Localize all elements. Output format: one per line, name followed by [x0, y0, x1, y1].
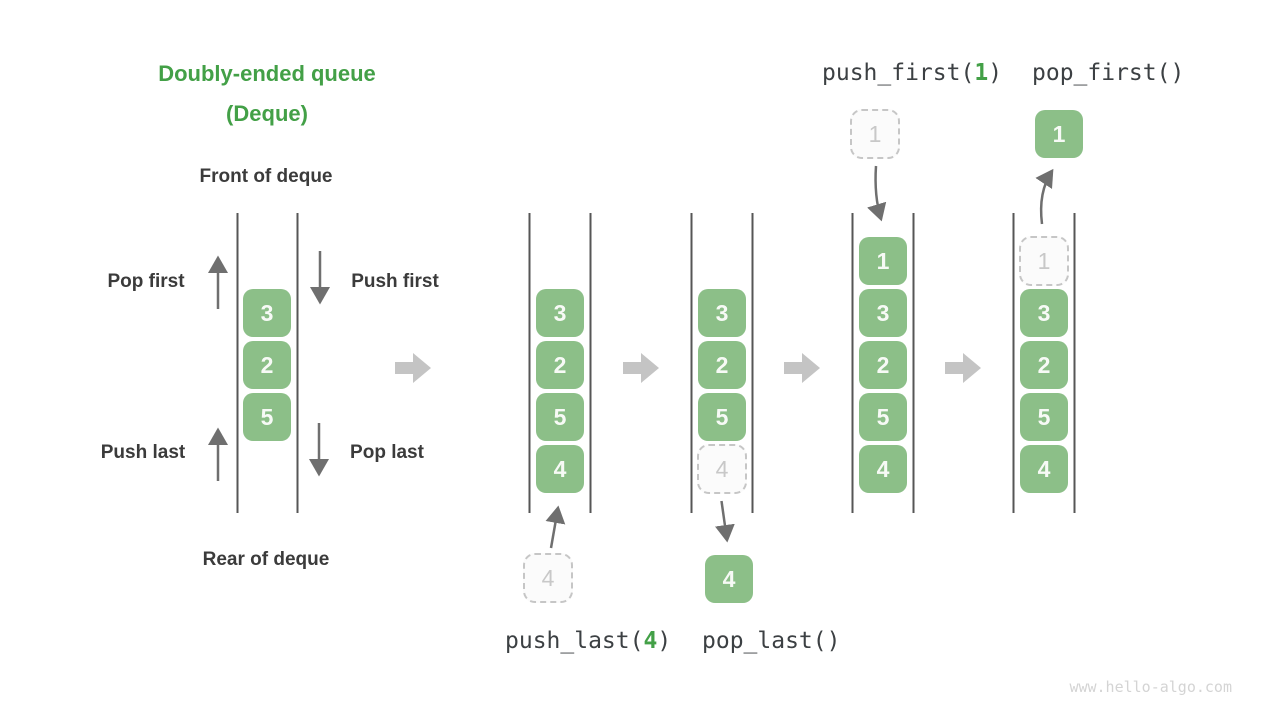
- queue2-cell: 5: [536, 393, 584, 441]
- queue5-cell: 5: [1020, 393, 1068, 441]
- diagram-title-line1: Doubly-ended queue: [158, 61, 376, 86]
- push-first-code-label: push_first(1): [822, 60, 1002, 87]
- queue3-cell: 3: [698, 289, 746, 337]
- flow-arrow-1-icon: [395, 353, 431, 383]
- flow-arrow-3-icon: [784, 353, 820, 383]
- queue5-cell: 3: [1020, 289, 1068, 337]
- pop-last-code-label: pop_last(): [702, 628, 841, 654]
- front-of-deque-label: Front of deque: [199, 166, 333, 187]
- queue3-cell: 5: [698, 393, 746, 441]
- operation-arrows: [208, 251, 330, 481]
- flow-arrow-4-icon: [945, 353, 981, 383]
- queue1-cell: 2: [243, 341, 291, 389]
- push-first-label: Push first: [351, 271, 439, 292]
- flow-arrows: [395, 353, 981, 383]
- push-last-label: Push last: [100, 442, 186, 463]
- queue3-removed-ghost-cell: 4: [697, 444, 747, 494]
- queue4-cell: 3: [859, 289, 907, 337]
- push-first-insert-arrow-icon: [867, 165, 887, 222]
- movement-arrows: [545, 165, 1054, 549]
- queue4-cell: 5: [859, 393, 907, 441]
- queue-walls: [236, 213, 1076, 513]
- watermark: www.hello-algo.com: [1069, 678, 1232, 696]
- push-first-code-arg: 1: [974, 60, 989, 86]
- queue1-cell: 3: [243, 289, 291, 337]
- queue5-cell: 2: [1020, 341, 1068, 389]
- queue1-cell: 5: [243, 393, 291, 441]
- push-last-code-suffix: ): [657, 628, 672, 654]
- push-last-insert-arrow-icon: [545, 505, 566, 549]
- queue5-popped-cell: 1: [1035, 110, 1083, 158]
- push-last-code-arg: 4: [643, 628, 658, 654]
- queue3-cell: 2: [698, 341, 746, 389]
- pop-last-label: Pop last: [350, 442, 424, 463]
- rear-of-deque-label: Rear of deque: [202, 549, 330, 570]
- diagram-title-line2: (Deque): [226, 101, 308, 126]
- pop-last-remove-arrow-icon: [715, 500, 735, 543]
- queue4-cell: 2: [859, 341, 907, 389]
- queue5-removed-ghost-cell: 1: [1019, 236, 1069, 286]
- pop-first-code-label: pop_first(): [1032, 60, 1185, 86]
- queue4-incoming-ghost-cell: 1: [850, 109, 900, 159]
- queue2-cell: 4: [536, 445, 584, 493]
- pop-first-remove-arrow-icon: [1035, 168, 1054, 225]
- push-last-code-prefix: push_last(: [505, 628, 644, 654]
- queue2-incoming-ghost-cell: 4: [523, 553, 573, 603]
- queue3-popped-cell: 4: [705, 555, 753, 603]
- push-first-code-prefix: push_first(: [822, 60, 975, 86]
- queue2-cell: 3: [536, 289, 584, 337]
- pop-first-label: Pop first: [107, 271, 185, 292]
- queue4-cell: 4: [859, 445, 907, 493]
- queue5-cell: 4: [1020, 445, 1068, 493]
- push-first-code-suffix: ): [988, 60, 1003, 86]
- queue4-cell: 1: [859, 237, 907, 285]
- flow-arrow-2-icon: [623, 353, 659, 383]
- queue2-cell: 2: [536, 341, 584, 389]
- push-last-code-label: push_last(4): [505, 628, 671, 655]
